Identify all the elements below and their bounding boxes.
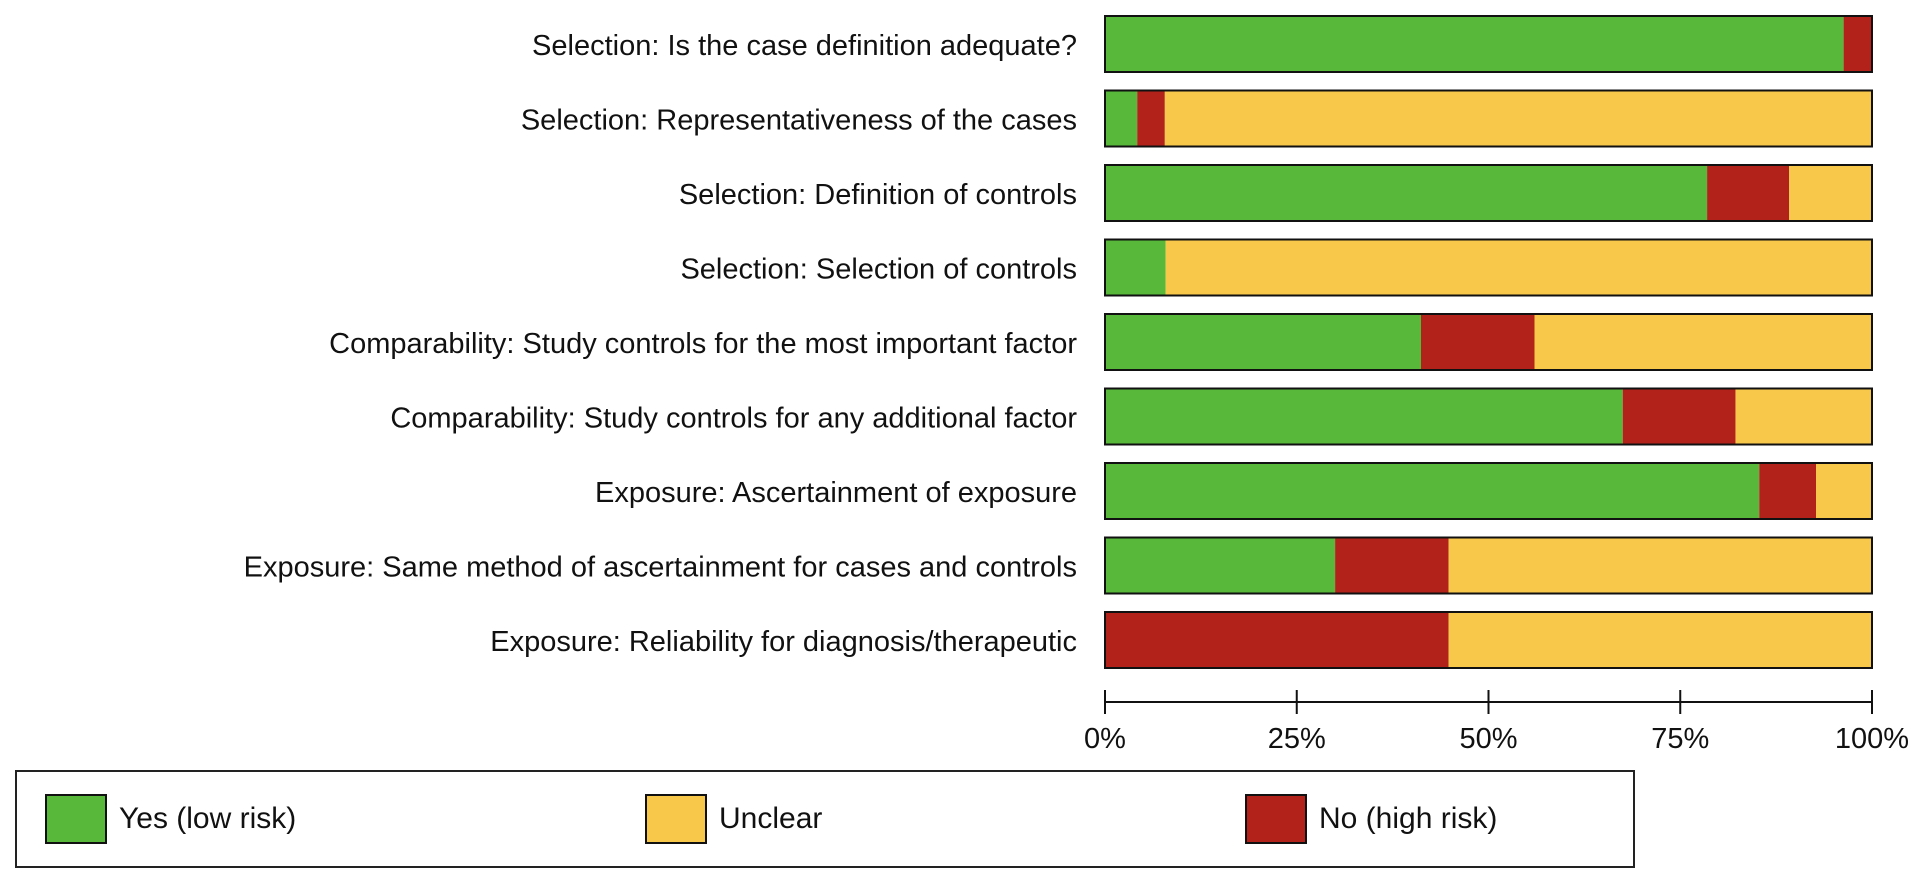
- bar-no-high-risk-9: [1105, 612, 1449, 668]
- bar-unclear-6: [1735, 388, 1872, 445]
- bar-unclear-7: [1816, 463, 1872, 519]
- x-tick-label-2: 50%: [1459, 723, 1517, 755]
- bar-no-high-risk-6: [1622, 388, 1736, 445]
- bar-unclear-5: [1534, 314, 1872, 370]
- bar-no-high-risk-7: [1759, 463, 1817, 519]
- bar-outline-8: [1104, 536, 1873, 595]
- legend-item-no: No (high risk): [1245, 794, 1497, 844]
- legend-swatch-no: [1245, 794, 1307, 844]
- category-label-5: Comparability: Study controls for the mo…: [329, 328, 1077, 360]
- legend-label-unclear: Unclear: [719, 802, 823, 835]
- bar-outline-1: [1104, 15, 1873, 73]
- category-label-4: Selection: Selection of controls: [680, 254, 1077, 286]
- bar-yes-low-risk-3: [1105, 165, 1708, 221]
- bar-yes-low-risk-5: [1105, 314, 1422, 370]
- category-label-6: Comparability: Study controls for any ad…: [390, 403, 1077, 435]
- legend-label-yes: Yes (low risk): [119, 802, 297, 835]
- legend-item-unclear: Unclear: [645, 794, 822, 844]
- legend-swatch-yes: [45, 794, 107, 844]
- bar-outline-6: [1104, 387, 1873, 446]
- legend-item-yes: Yes (low risk): [45, 794, 296, 844]
- bar-no-high-risk-5: [1421, 314, 1535, 370]
- bar-outline-3: [1104, 164, 1873, 222]
- bar-outline-9: [1104, 611, 1873, 669]
- bar-no-high-risk-2: [1137, 90, 1165, 147]
- bar-outline-7: [1104, 462, 1873, 520]
- bar-unclear-2: [1164, 90, 1872, 147]
- bar-outline-4: [1104, 238, 1873, 297]
- legend-label-no: No (high risk): [1319, 802, 1498, 835]
- bar-no-high-risk-3: [1707, 165, 1790, 221]
- x-tick-label-0: 0%: [1084, 723, 1126, 755]
- bar-unclear-9: [1448, 612, 1872, 668]
- category-label-9: Exposure: Reliability for diagnosis/ther…: [490, 626, 1077, 658]
- bar-yes-low-risk-8: [1105, 537, 1336, 594]
- bar-outline-5: [1104, 313, 1873, 371]
- bar-outline-2: [1104, 89, 1873, 148]
- bar-yes-low-risk-2: [1105, 90, 1138, 147]
- x-axis: 0% 25% 50% 75% 100%: [1084, 690, 1909, 755]
- category-label-8: Exposure: Same method of ascertainment f…: [244, 552, 1077, 584]
- bar-no-high-risk-8: [1335, 537, 1449, 594]
- bar-yes-low-risk-6: [1105, 388, 1623, 445]
- risk-of-bias-chart: Selection: Is the case definition adequa…: [244, 15, 1909, 755]
- bar-unclear-8: [1448, 537, 1872, 594]
- category-label-3: Selection: Definition of controls: [679, 179, 1077, 211]
- category-label-2: Selection: Representativeness of the cas…: [521, 105, 1077, 137]
- x-tick-label-4: 100%: [1835, 723, 1909, 755]
- bar-unclear-3: [1789, 165, 1872, 221]
- legend-swatch-unclear: [645, 794, 707, 844]
- bar-yes-low-risk-1: [1105, 16, 1844, 72]
- x-tick-label-3: 75%: [1651, 723, 1709, 755]
- category-label-1: Selection: Is the case definition adequa…: [532, 30, 1077, 62]
- bar-no-high-risk-1: [1843, 16, 1872, 72]
- bar-yes-low-risk-4: [1105, 239, 1166, 296]
- category-labels: Selection: Is the case definition adequa…: [244, 30, 1078, 658]
- bar-unclear-4: [1165, 239, 1872, 296]
- legend: Yes (low risk) Unclear No (high risk): [15, 770, 1635, 868]
- bar-rows: [1104, 15, 1873, 669]
- category-label-7: Exposure: Ascertainment of exposure: [595, 477, 1077, 509]
- x-tick-label-1: 25%: [1268, 723, 1326, 755]
- bar-yes-low-risk-7: [1105, 463, 1760, 519]
